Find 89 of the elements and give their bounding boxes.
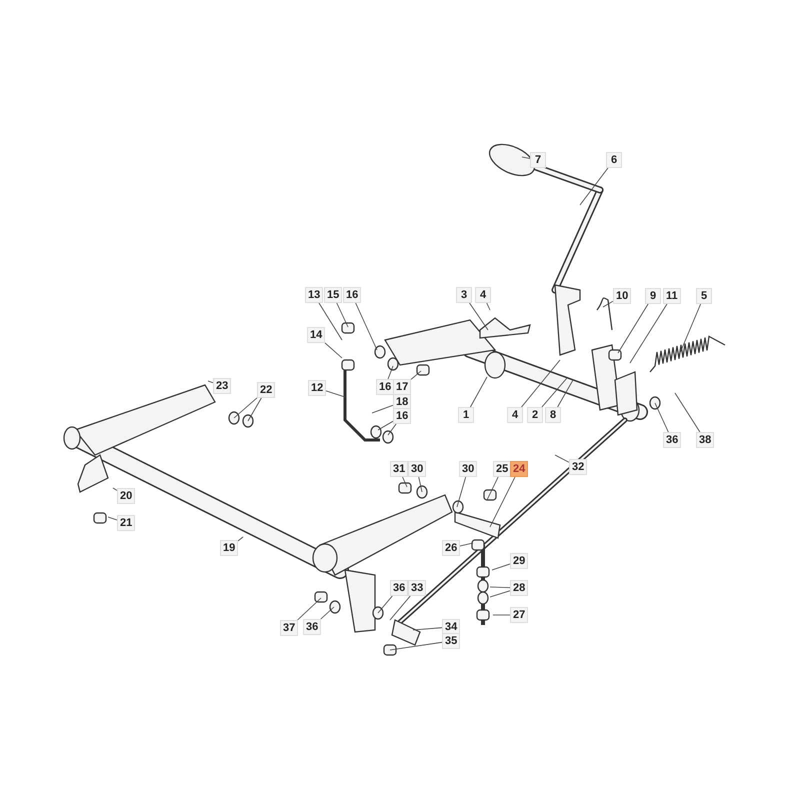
callout-number: 14 (307, 327, 326, 343)
callout-number: 1 (458, 407, 474, 423)
callout-number: 8 (545, 407, 561, 423)
callout-number: 20 (117, 488, 136, 504)
leader-line (208, 380, 214, 384)
leader-line (410, 370, 422, 380)
callout-number: 12 (308, 380, 326, 396)
callout-number: 29 (510, 553, 528, 569)
leader-line (336, 302, 348, 328)
leader-line (542, 378, 568, 408)
leader-line (580, 168, 608, 206)
leader-line (390, 596, 411, 620)
callout-number: 3 (456, 287, 472, 303)
leader-line (486, 302, 490, 310)
callout-number: 10 (613, 288, 632, 304)
leader-line (469, 302, 488, 330)
leader-line (680, 304, 702, 354)
leader-line (486, 476, 499, 500)
leader-line (492, 614, 510, 616)
callout-number: 15 (324, 287, 342, 303)
callout-number: 6 (606, 152, 622, 168)
callout-number: 38 (696, 432, 714, 448)
callout-number: 13 (305, 287, 324, 303)
leader-line (412, 627, 442, 630)
callout-number: 4 (507, 407, 523, 423)
callout-number: 33 (408, 580, 426, 596)
callout-number: 19 (220, 540, 238, 556)
callout-number: 7 (530, 152, 546, 168)
callout-number: 25 (493, 461, 512, 477)
leader-line (372, 404, 394, 414)
leader-line (522, 156, 530, 159)
callout-number: 35 (442, 633, 460, 649)
leader-line (112, 488, 118, 491)
callout-number: 21 (117, 515, 136, 531)
callout-number: 36 (663, 432, 682, 448)
leader-line (557, 380, 574, 408)
leader-line (390, 642, 442, 650)
leader-line (490, 476, 516, 528)
leader-line (470, 376, 488, 408)
leader-line (618, 304, 648, 354)
callout-number: 9 (645, 288, 661, 304)
leader-line (674, 392, 700, 432)
leader-line (318, 302, 342, 340)
leader-line (234, 397, 258, 418)
callout-number: 27 (510, 607, 528, 623)
callout-number: 24 (510, 461, 528, 477)
leader-line (402, 476, 408, 488)
callout-number: 30 (459, 461, 478, 477)
leader-line (492, 564, 510, 570)
leader-line (418, 476, 422, 492)
callout-number: 16 (376, 379, 394, 395)
callout-number: 16 (393, 408, 412, 424)
leader-line (602, 300, 614, 308)
callout-number: 28 (510, 580, 528, 596)
callout-number: 2 (527, 407, 543, 423)
leader-line (521, 360, 560, 408)
callout-number: 32 (569, 459, 588, 475)
callout-number: 36 (303, 619, 322, 635)
leader-line (490, 586, 510, 588)
leader-line (320, 606, 334, 620)
callout-number: 36 (390, 580, 408, 596)
callout-number: 37 (280, 620, 298, 636)
leader-line (554, 454, 570, 463)
leader-line (388, 424, 396, 436)
callout-number: 26 (442, 540, 460, 556)
callout-number: 11 (663, 288, 681, 304)
leader-line (108, 516, 118, 520)
leader-line (460, 542, 474, 546)
callout-number: 30 (408, 461, 426, 477)
leader-line (388, 366, 394, 380)
callout-number: 31 (390, 461, 408, 477)
leader-line (630, 304, 668, 364)
leader-line (355, 302, 378, 350)
callout-number: 5 (696, 288, 712, 304)
callout-number: 23 (213, 378, 232, 394)
leader-line (248, 398, 262, 422)
callout-number: 22 (257, 382, 276, 398)
leader-line (654, 402, 669, 432)
leader-line (297, 598, 322, 620)
leader-line (378, 420, 394, 430)
leader-line (326, 390, 346, 398)
callout-number: 17 (393, 379, 412, 395)
leader-line (490, 590, 510, 598)
callout-number: 4 (475, 287, 491, 303)
leader-line (238, 536, 244, 542)
leader-line (324, 342, 342, 358)
callout-number: 16 (343, 287, 362, 303)
leader-line (456, 476, 466, 508)
leader-line (378, 596, 393, 614)
